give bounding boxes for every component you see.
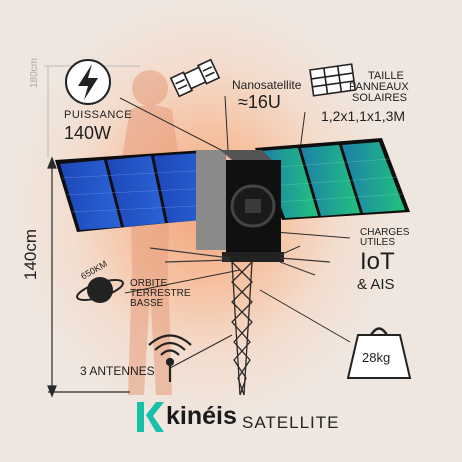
payload-line2: UTILES bbox=[360, 237, 396, 248]
kineis-logo-icon bbox=[137, 402, 164, 432]
solar-panel-left bbox=[55, 150, 218, 232]
panels-line1: TAILLE bbox=[368, 70, 404, 82]
solar-panel-right bbox=[255, 138, 410, 220]
brand-name: kinéis bbox=[166, 402, 237, 430]
nanosat-value: ≈16U bbox=[238, 92, 281, 112]
orbit-line1: ORBITE bbox=[130, 278, 168, 289]
dim-140cm-label: 140cm bbox=[21, 228, 40, 280]
power-value: 140W bbox=[64, 123, 112, 143]
orbit-line3: BASSE bbox=[130, 298, 164, 309]
panels-value: 1,2x1,1x1,3M bbox=[321, 108, 406, 124]
payload-value-iot: IoT bbox=[360, 248, 395, 275]
dim-180cm-label: 180cm bbox=[29, 57, 40, 88]
weight-icon bbox=[346, 327, 412, 379]
payload-line1: CHARGES bbox=[360, 227, 410, 238]
nanosat-title: Nanosatellite bbox=[232, 78, 302, 92]
power-icon bbox=[65, 59, 111, 105]
brand-suffix: SATELLITE bbox=[242, 413, 340, 432]
antennas-label: 3 ANTENNES bbox=[80, 364, 155, 378]
weight-label: 28kg bbox=[362, 350, 391, 365]
nanosatellite-icon bbox=[169, 58, 221, 98]
orbit-line2: TERRESTRE bbox=[130, 288, 191, 299]
planet-icon bbox=[76, 277, 124, 303]
antenna-boom bbox=[231, 261, 253, 396]
payload-value-ais: & AIS bbox=[357, 276, 395, 293]
power-title: PUISSANCE bbox=[64, 109, 133, 121]
panels-line3: SOLAIRES bbox=[352, 92, 408, 104]
antenna-signal-icon bbox=[148, 334, 192, 382]
solar-panel-icon bbox=[309, 63, 357, 97]
satellite-body bbox=[196, 150, 284, 262]
panels-line2: PANNEAUX bbox=[349, 81, 409, 93]
